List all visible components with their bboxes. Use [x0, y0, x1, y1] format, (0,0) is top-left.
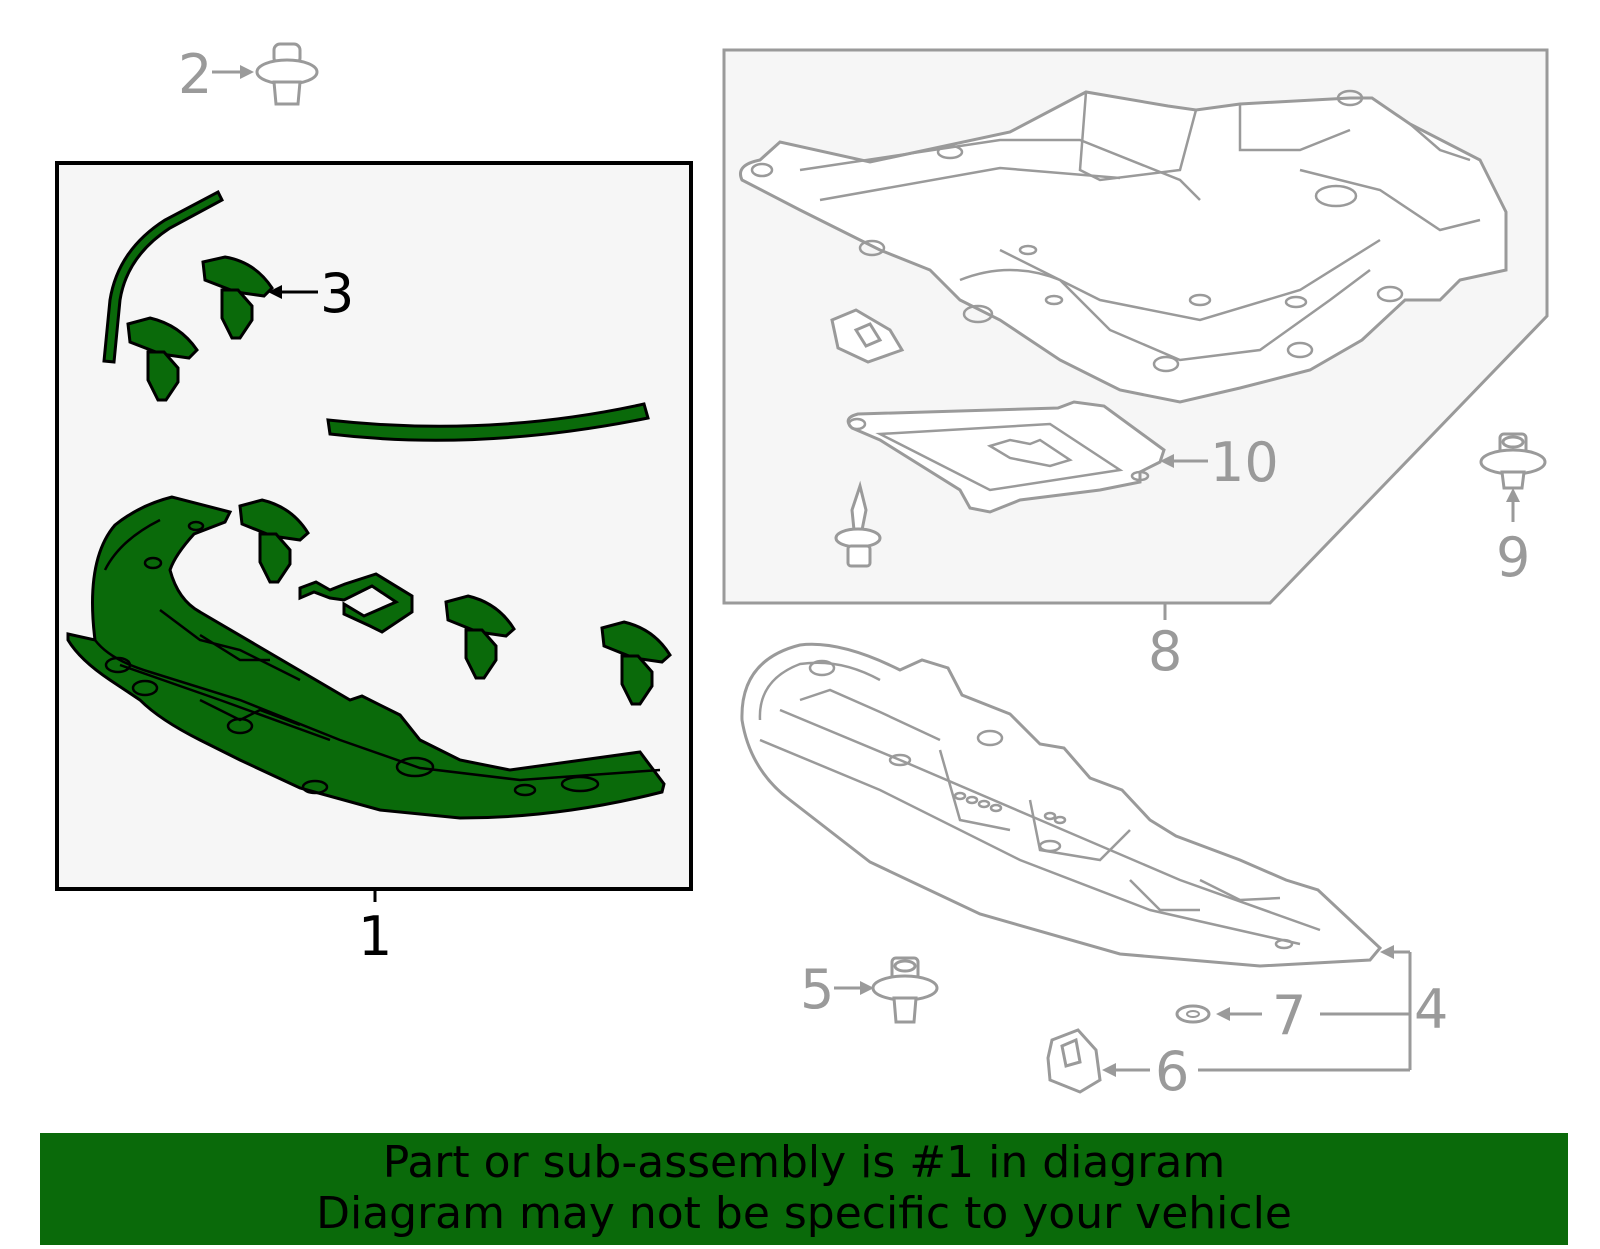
callout-4-arrowhead — [1380, 945, 1394, 959]
callout-3: 3 — [320, 262, 354, 325]
bolt-5[interactable] — [871, 956, 939, 1024]
info-banner: Part or sub-assembly is #1 in diagram Di… — [40, 1133, 1568, 1245]
engine-under-cover-details — [750, 89, 1481, 373]
nut-clip-6[interactable] — [1046, 1028, 1102, 1094]
callout-6: 6 — [1155, 1040, 1189, 1103]
banner-line-2: Diagram may not be specific to your vehi… — [316, 1188, 1292, 1239]
callout-10-arrowhead — [1160, 454, 1174, 468]
seal-strip-left[interactable] — [102, 189, 224, 364]
clip-right[interactable] — [600, 620, 672, 706]
callout-1: 1 — [358, 905, 392, 968]
clip-3-upper[interactable] — [201, 255, 274, 340]
callout-2: 2 — [178, 43, 212, 106]
bracket[interactable] — [298, 572, 414, 634]
callout-5: 5 — [800, 958, 834, 1021]
under-cover-4[interactable] — [740, 642, 1383, 968]
callout-9-arrowhead — [1506, 488, 1520, 502]
callout-4: 4 — [1414, 978, 1448, 1041]
bolt-8[interactable] — [834, 480, 882, 568]
callout-3-arrowhead — [268, 285, 282, 299]
push-rivet-2[interactable] — [255, 42, 319, 106]
callout-4-bracket — [1198, 950, 1412, 1072]
callout-8: 8 — [1148, 620, 1182, 683]
callout-7: 7 — [1272, 984, 1306, 1047]
clip-center-left[interactable] — [238, 498, 310, 584]
callout-2-arrowhead — [240, 65, 254, 79]
washer-7-hole — [1186, 1010, 1200, 1018]
banner-line-1: Part or sub-assembly is #1 in diagram — [382, 1137, 1226, 1188]
callout-10: 10 — [1210, 431, 1279, 494]
splash-shield-10-details — [847, 417, 1150, 492]
callout-7-arrowhead — [1216, 1007, 1230, 1021]
clip-left[interactable] — [126, 316, 199, 402]
callout-9: 9 — [1496, 526, 1530, 589]
callout-6-arrowhead — [1102, 1063, 1116, 1077]
front-under-cover[interactable] — [66, 495, 666, 820]
nut-clip-8[interactable] — [830, 308, 905, 364]
clip-center-right[interactable] — [444, 594, 516, 680]
seal-strip-center[interactable] — [326, 402, 650, 442]
bolt-9[interactable] — [1479, 432, 1547, 490]
under-cover-details — [94, 518, 661, 797]
washer-7[interactable] — [1175, 1004, 1211, 1024]
callout-5-arrowhead — [860, 981, 874, 995]
under-cover-4-details — [758, 659, 1321, 950]
